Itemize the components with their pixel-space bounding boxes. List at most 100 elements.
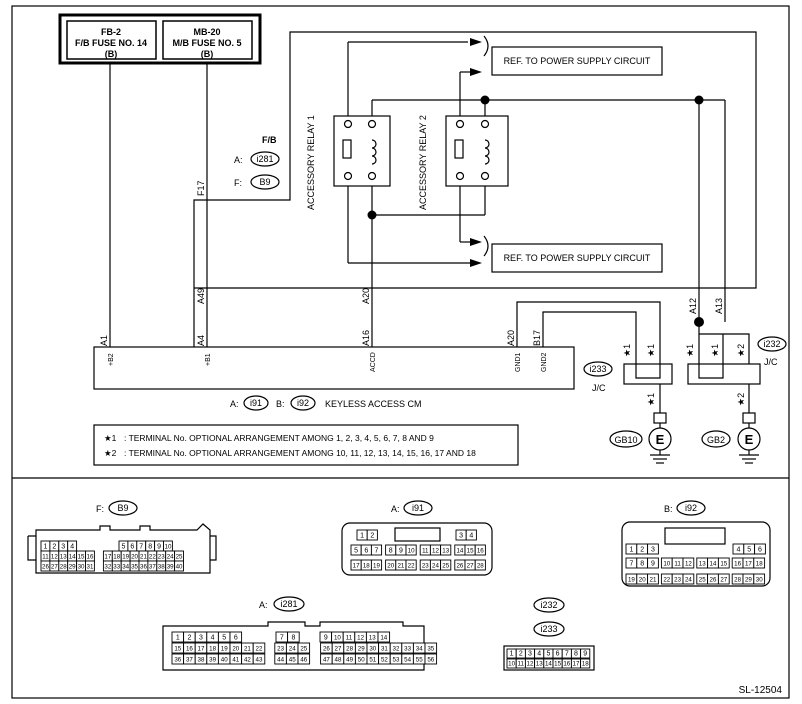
conn-i91-prefix: A:	[391, 504, 400, 514]
connector-pin-number: 15	[174, 646, 181, 653]
connector-pin-number: 18	[582, 661, 589, 668]
fuse-mb20-name: M/B FUSE NO. 5	[172, 38, 241, 48]
connector-pin-number: 19	[122, 554, 129, 561]
connector-pin-cell	[405, 559, 417, 571]
connector-pin-number: 6	[556, 651, 560, 658]
connector-pin-number: 2	[187, 635, 191, 642]
connector-pin-number: 52	[381, 657, 388, 664]
connector-pin-number: 54	[404, 657, 411, 664]
notes-box: ★1 : TERMINAL No. OPTIONAL ARRANGEMENT A…	[93, 424, 519, 466]
note2-text: : TERMINAL No. OPTIONAL ARRANGEMENT AMON…	[124, 448, 476, 458]
connector-pin-number: 4	[211, 635, 215, 642]
connector-pin-number: 17	[104, 554, 111, 561]
jc2-connector: i232	[763, 339, 780, 349]
connector-pin-number: 25	[176, 554, 183, 561]
joint-connector-i233: ★1 ★1 ★1 i233 J/C	[583, 344, 673, 406]
connector-pin-cell	[717, 557, 730, 569]
connector-pin-number: 12	[685, 561, 692, 568]
connector-pin-number: 25	[699, 577, 706, 584]
connector-pin-number: 38	[158, 564, 165, 571]
connector-pin-number: 19	[221, 646, 228, 653]
ground-gb2-label: GB2	[707, 435, 725, 445]
connector-pin-cell	[754, 543, 766, 555]
connector-pin-number: 12	[357, 635, 364, 642]
conn-i92-prefix: B:	[664, 504, 673, 514]
ground-gb2-e: E	[745, 432, 754, 447]
wire-a12: A12	[688, 298, 698, 314]
connector-pin-number: 26	[710, 577, 717, 584]
jc1-star-left: ★1	[622, 344, 632, 357]
connector-pin-number: 1	[176, 635, 180, 642]
connector-pin-number: 3	[61, 544, 65, 551]
connector-pin-number: 32	[393, 646, 400, 653]
jc1-label: J/C	[592, 383, 606, 393]
connector-pin-number: 3	[459, 533, 463, 540]
connector-pin-number: 13	[60, 554, 67, 561]
connector-pin-number: 39	[167, 564, 174, 571]
jc2-star-bottom: ★2	[736, 393, 746, 406]
connector-pin-cell	[252, 642, 266, 654]
connector-pin-number: 7	[629, 561, 633, 568]
connector-pin-number: 24	[685, 577, 692, 584]
connector-pin-number: 8	[148, 544, 152, 551]
fb-f-connector: B9	[259, 177, 270, 187]
wire-a1: A1	[99, 335, 109, 346]
conn-i233-name: i233	[540, 624, 557, 634]
cm-connector-a: i91	[250, 398, 262, 408]
connector-pin-number: 2	[640, 547, 644, 554]
conn-i281-prefix: A:	[259, 600, 268, 610]
connector-pin-number: 30	[756, 577, 763, 584]
connector-pin-number: 13	[442, 548, 449, 555]
connector-pin-number: 35	[427, 646, 434, 653]
joint-connector-i232: ★1 ★1 ★2 ★2 i232 J/C	[685, 336, 787, 406]
cm-pin-gnd2: GND2	[541, 352, 548, 372]
fuse-fb2-title: FB-2	[101, 27, 121, 37]
connector-pin-number: 51	[369, 657, 376, 664]
connector-pin-number: 23	[674, 577, 681, 584]
connector-pin-number: 1	[629, 547, 633, 554]
connector-pin-number: 30	[369, 646, 376, 653]
cm-name: KEYLESS ACCESS CM	[325, 399, 422, 409]
conn-i232-name: i232	[540, 600, 557, 610]
fuse-fb2-name: F/B FUSE NO. 14	[75, 38, 147, 48]
connector-pin-number: 30	[78, 564, 85, 571]
cm-pin-accd: ACCD	[370, 352, 377, 372]
connector-pin-number: 24	[289, 646, 296, 653]
fb-a-prefix: A:	[234, 155, 243, 165]
connector-pin-cell	[753, 557, 766, 569]
note1-text: : TERMINAL No. OPTIONAL ARRANGEMENT AMON…	[124, 433, 434, 443]
splice-points	[367, 95, 704, 377]
connector-pin-number: 27	[720, 577, 727, 584]
connector-pin-number: 36	[174, 657, 181, 664]
connector-pin-number: 26	[323, 646, 330, 653]
connector-pin-number: 45	[289, 657, 296, 664]
connector-pin-number: 3	[651, 547, 655, 554]
connector-pin-number: 16	[563, 661, 570, 668]
connector-pin-number: 5	[222, 635, 226, 642]
connector-pin-number: 4	[736, 547, 740, 554]
connector-pin-number: 27	[467, 563, 474, 570]
connector-pin-cell	[297, 642, 311, 654]
wire-b17: B17	[532, 330, 542, 346]
connector-pin-number: 14	[456, 548, 463, 555]
jc1-star-right: ★1	[646, 344, 656, 357]
connector-pin-number: 12	[527, 661, 534, 668]
connector-pin-number: 17	[573, 661, 580, 668]
connector-pin-number: 4	[537, 651, 541, 658]
connector-pin-number: 31	[87, 564, 94, 571]
connector-pin-number: 3	[199, 635, 203, 642]
connector-pin-number: 7	[375, 548, 379, 555]
jc1-connector: i233	[589, 364, 606, 374]
connector-pin-number: 34	[416, 646, 423, 653]
cm-pin-b2: +B2	[108, 353, 115, 366]
connector-pin-number: 6	[758, 547, 762, 554]
connector-pin-number: 18	[363, 563, 370, 570]
connector-pin-number: 4	[469, 533, 473, 540]
connector-pin-cell	[424, 642, 438, 654]
connector-pin-number: 6	[234, 635, 238, 642]
connector-pin-number: 13	[536, 661, 543, 668]
wire-labels: F17 A49 A20 A1 A4 A16 A20 B17 A12 A13	[99, 180, 724, 346]
connector-pin-cell	[682, 573, 695, 585]
